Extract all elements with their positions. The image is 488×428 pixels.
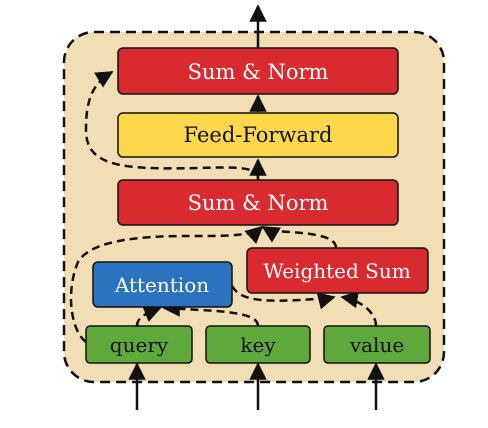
residual-skip-mid bbox=[69, 225, 264, 343]
attention-block: Attention bbox=[92, 261, 233, 308]
key-label: key bbox=[240, 333, 276, 357]
query-block: query bbox=[85, 325, 193, 364]
weighted-sum-block: Weighted Sum bbox=[246, 247, 429, 294]
residual-skip-top bbox=[84, 70, 260, 179]
value-to-weighted-sum bbox=[340, 290, 378, 327]
weighted-sum-label: Weighted Sum bbox=[263, 259, 410, 283]
sum-norm-mid-block: Sum & Norm bbox=[117, 179, 399, 226]
feed-forward-label: Feed-Forward bbox=[184, 123, 333, 147]
sum-norm-top-block: Sum & Norm bbox=[117, 47, 399, 95]
key-to-attention bbox=[162, 299, 260, 327]
key-block: key bbox=[205, 325, 311, 364]
value-block: value bbox=[323, 325, 431, 364]
query-label: query bbox=[110, 333, 169, 357]
query-to-attention bbox=[135, 305, 162, 327]
feed-forward-block: Feed-Forward bbox=[117, 112, 399, 158]
attention-to-weighted-sum bbox=[230, 285, 336, 310]
sum-norm-mid-label: Sum & Norm bbox=[188, 191, 329, 215]
sum-norm-top-label: Sum & Norm bbox=[188, 60, 329, 84]
attention-label: Attention bbox=[114, 273, 209, 297]
value-label: value bbox=[349, 333, 404, 357]
